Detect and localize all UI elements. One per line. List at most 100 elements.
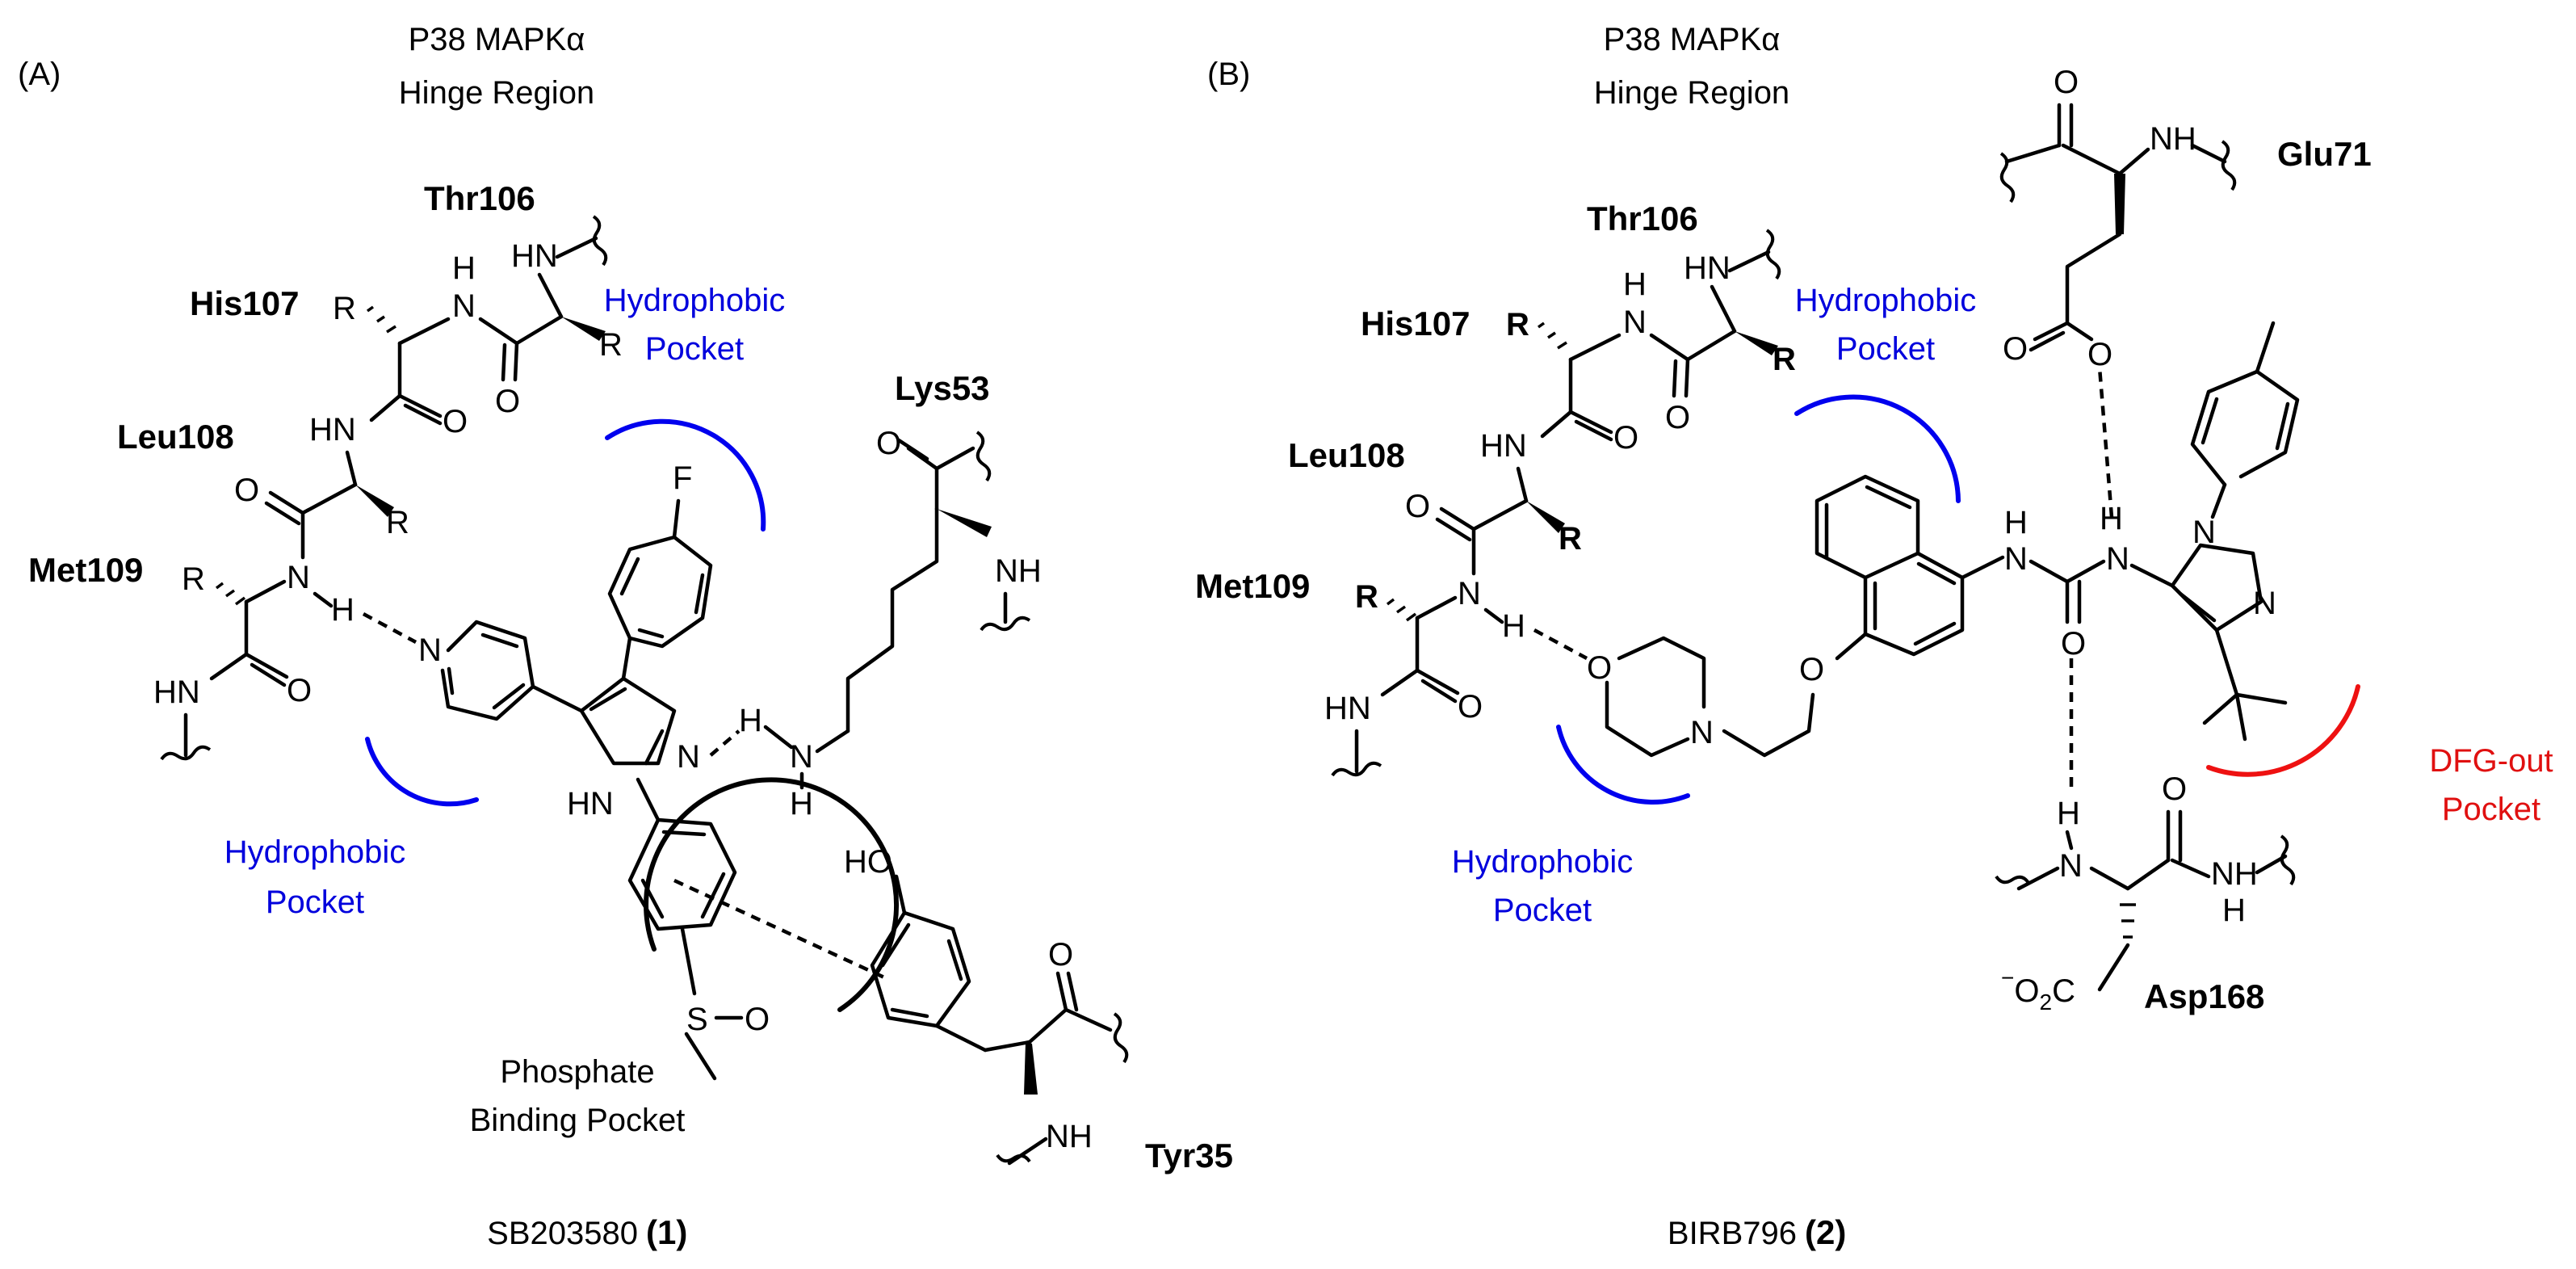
atom-n-morpholine: N: [1690, 715, 1714, 750]
atom-o-met-a: O: [287, 673, 312, 708]
pocket-arc-bottom-a: [365, 737, 479, 807]
dfg-out-pocket-l1: DFG-out: [2429, 743, 2553, 779]
hbond-met-pyridine: [362, 612, 417, 644]
atom-n-pyrazole-1: N: [2192, 515, 2216, 550]
atom-r-his-a: R: [333, 291, 356, 326]
caption-a-name: SB203580: [487, 1216, 638, 1251]
ligand-sb203580: N N HN F: [418, 460, 770, 1081]
atom-r-leu-b: R: [1559, 521, 1582, 557]
atom-r-leu-a: R: [386, 505, 409, 540]
atom-hn-leu-b: HN: [1480, 428, 1527, 464]
atom-r-thr-b: R: [1773, 342, 1796, 377]
pi-stack-tyr35: [673, 878, 885, 980]
dfg-out-pocket-l2: Pocket: [2442, 792, 2540, 827]
atom-nh-lys: NH: [995, 553, 1042, 589]
atom-o-met-b: O: [1458, 689, 1483, 725]
atom-hn-leu-a: HN: [309, 412, 356, 448]
atom-o-his-a: O: [443, 404, 468, 439]
panel-b: (B) P38 MAPKα Hinge Region Thr106 His107…: [1195, 22, 2553, 1251]
atom-n-urea-1: N: [2004, 541, 2028, 577]
pocket-arc-phosphate: [644, 777, 900, 1012]
atom-o-glu: O: [2054, 65, 2079, 100]
hydrophobic-pocket-top-a-l2: Pocket: [645, 331, 744, 367]
atom-o-tyr: O: [1048, 937, 1073, 973]
phosphate-pocket-l1: Phosphate: [500, 1054, 654, 1090]
atom-h-met-b: H: [1502, 608, 1525, 644]
atom-o-lys: O: [876, 426, 901, 461]
atom-n-met-b: N: [1458, 576, 1481, 611]
hydrophobic-pocket-bottom-a-l2: Pocket: [266, 885, 364, 920]
atom-h-met-a: H: [331, 592, 355, 628]
atom-nh-tyr: NH: [1046, 1119, 1093, 1154]
atom-h-urea-1: H: [2004, 505, 2028, 540]
hydrophobic-pocket-bottom-b-l2: Pocket: [1493, 893, 1592, 928]
atom-s: S: [686, 1002, 708, 1037]
panel-b-label: (B): [1207, 57, 1250, 92]
atom-n-pyridine: N: [418, 632, 442, 668]
atom-o-morpholine: O: [1587, 650, 1612, 686]
residue-leu108-a: Leu108: [117, 418, 234, 456]
hydrophobic-pocket-top-a-l1: Hydrophobic: [604, 283, 786, 318]
pocket-arc-dfg: [2206, 684, 2360, 777]
ligand-birb796: O N O N H O N H: [1587, 321, 2300, 758]
panel-a-title-line1: P38 MAPKα: [409, 22, 585, 57]
atom-n-lys: N: [790, 739, 813, 775]
asp168-sidechain: H N O NH H −O2C: [1995, 771, 2296, 1015]
atom-r-his-b: R: [1506, 307, 1529, 342]
atom-n-met-a: N: [287, 560, 310, 595]
residue-his107-a: His107: [190, 284, 299, 322]
atom-h-asp: H: [2057, 796, 2080, 831]
panel-b-title-line1: P38 MAPKα: [1604, 22, 1781, 57]
hydrophobic-pocket-bottom-a-l1: Hydrophobic: [224, 834, 406, 870]
hydrophobic-pocket-top-b-l1: Hydrophobic: [1795, 283, 1977, 318]
atom-h-lys-2: H: [790, 786, 813, 821]
caption-b-name: BIRB796: [1668, 1216, 1797, 1251]
atom-o-urea: O: [2061, 626, 2086, 662]
atom-nh-glu: NH: [2150, 121, 2196, 157]
hydrophobic-pocket-bottom-b-l1: Hydrophobic: [1452, 844, 1634, 880]
lys53-sidechain: H N H O NH: [739, 426, 1042, 821]
hinge-peptide-a: HN R O N H R O: [153, 215, 623, 761]
residue-met109-b: Met109: [1195, 567, 1310, 605]
atom-o-ether: O: [1799, 652, 1824, 687]
panel-a-label: (A): [18, 57, 61, 92]
atom-n-his-a: N: [452, 288, 476, 324]
caption-a-num: (1): [646, 1213, 687, 1251]
atom-f: F: [673, 460, 692, 496]
atom-r-met-a: R: [182, 561, 205, 597]
atom-o-glu-3: O: [2087, 337, 2112, 372]
hbond-urea-glu71: [2097, 367, 2114, 518]
atom-ho-tyr: HO: [844, 844, 892, 880]
atom-hn-met-a: HN: [153, 674, 200, 710]
atom-n-urea-2: N: [2106, 541, 2129, 577]
atom-o-his-b: O: [1613, 420, 1638, 456]
atom-n-asp: N: [2059, 848, 2083, 884]
pocket-arc-top-a: [605, 418, 766, 532]
tyr35-sidechain: HO O NH: [844, 844, 1129, 1166]
residue-met109-a: Met109: [28, 551, 143, 589]
atom-n-his-b: N: [1623, 305, 1647, 340]
hbond-met-morpholine: [1533, 628, 1588, 660]
atom-o-leu-a: O: [234, 473, 259, 508]
hinge-peptide-b: HN R O N H R O HN R: [1324, 229, 1796, 777]
atom-hn-imidazole: HN: [567, 786, 614, 821]
atom-h-urea-2: H: [2100, 501, 2123, 536]
hbond-imidazole-lys: [709, 729, 740, 757]
residue-leu108-b: Leu108: [1288, 436, 1405, 474]
atom-h-his-b: H: [1623, 267, 1647, 302]
panel-b-title-line2: Hinge Region: [1594, 75, 1789, 111]
atom-h-his-a: H: [452, 250, 476, 286]
residue-thr106-b: Thr106: [1587, 200, 1698, 237]
atom-nh-asp: NH: [2211, 856, 2258, 892]
atom-hn-thr-b: HN: [1684, 250, 1731, 286]
caption-b-num: (2): [1805, 1213, 1846, 1251]
atom-o-thr-b: O: [1665, 400, 1690, 435]
atom-r-met-b: R: [1355, 579, 1378, 615]
residue-glu71-b: Glu71: [2277, 135, 2372, 173]
atom-h-lys-1: H: [739, 703, 762, 738]
panel-a: (A) P38 MAPKα Hinge Region Thr106 His107…: [18, 22, 1233, 1251]
atom-o-sulfoxide: O: [745, 1002, 770, 1037]
pocket-arc-top-b: [1794, 394, 1961, 503]
